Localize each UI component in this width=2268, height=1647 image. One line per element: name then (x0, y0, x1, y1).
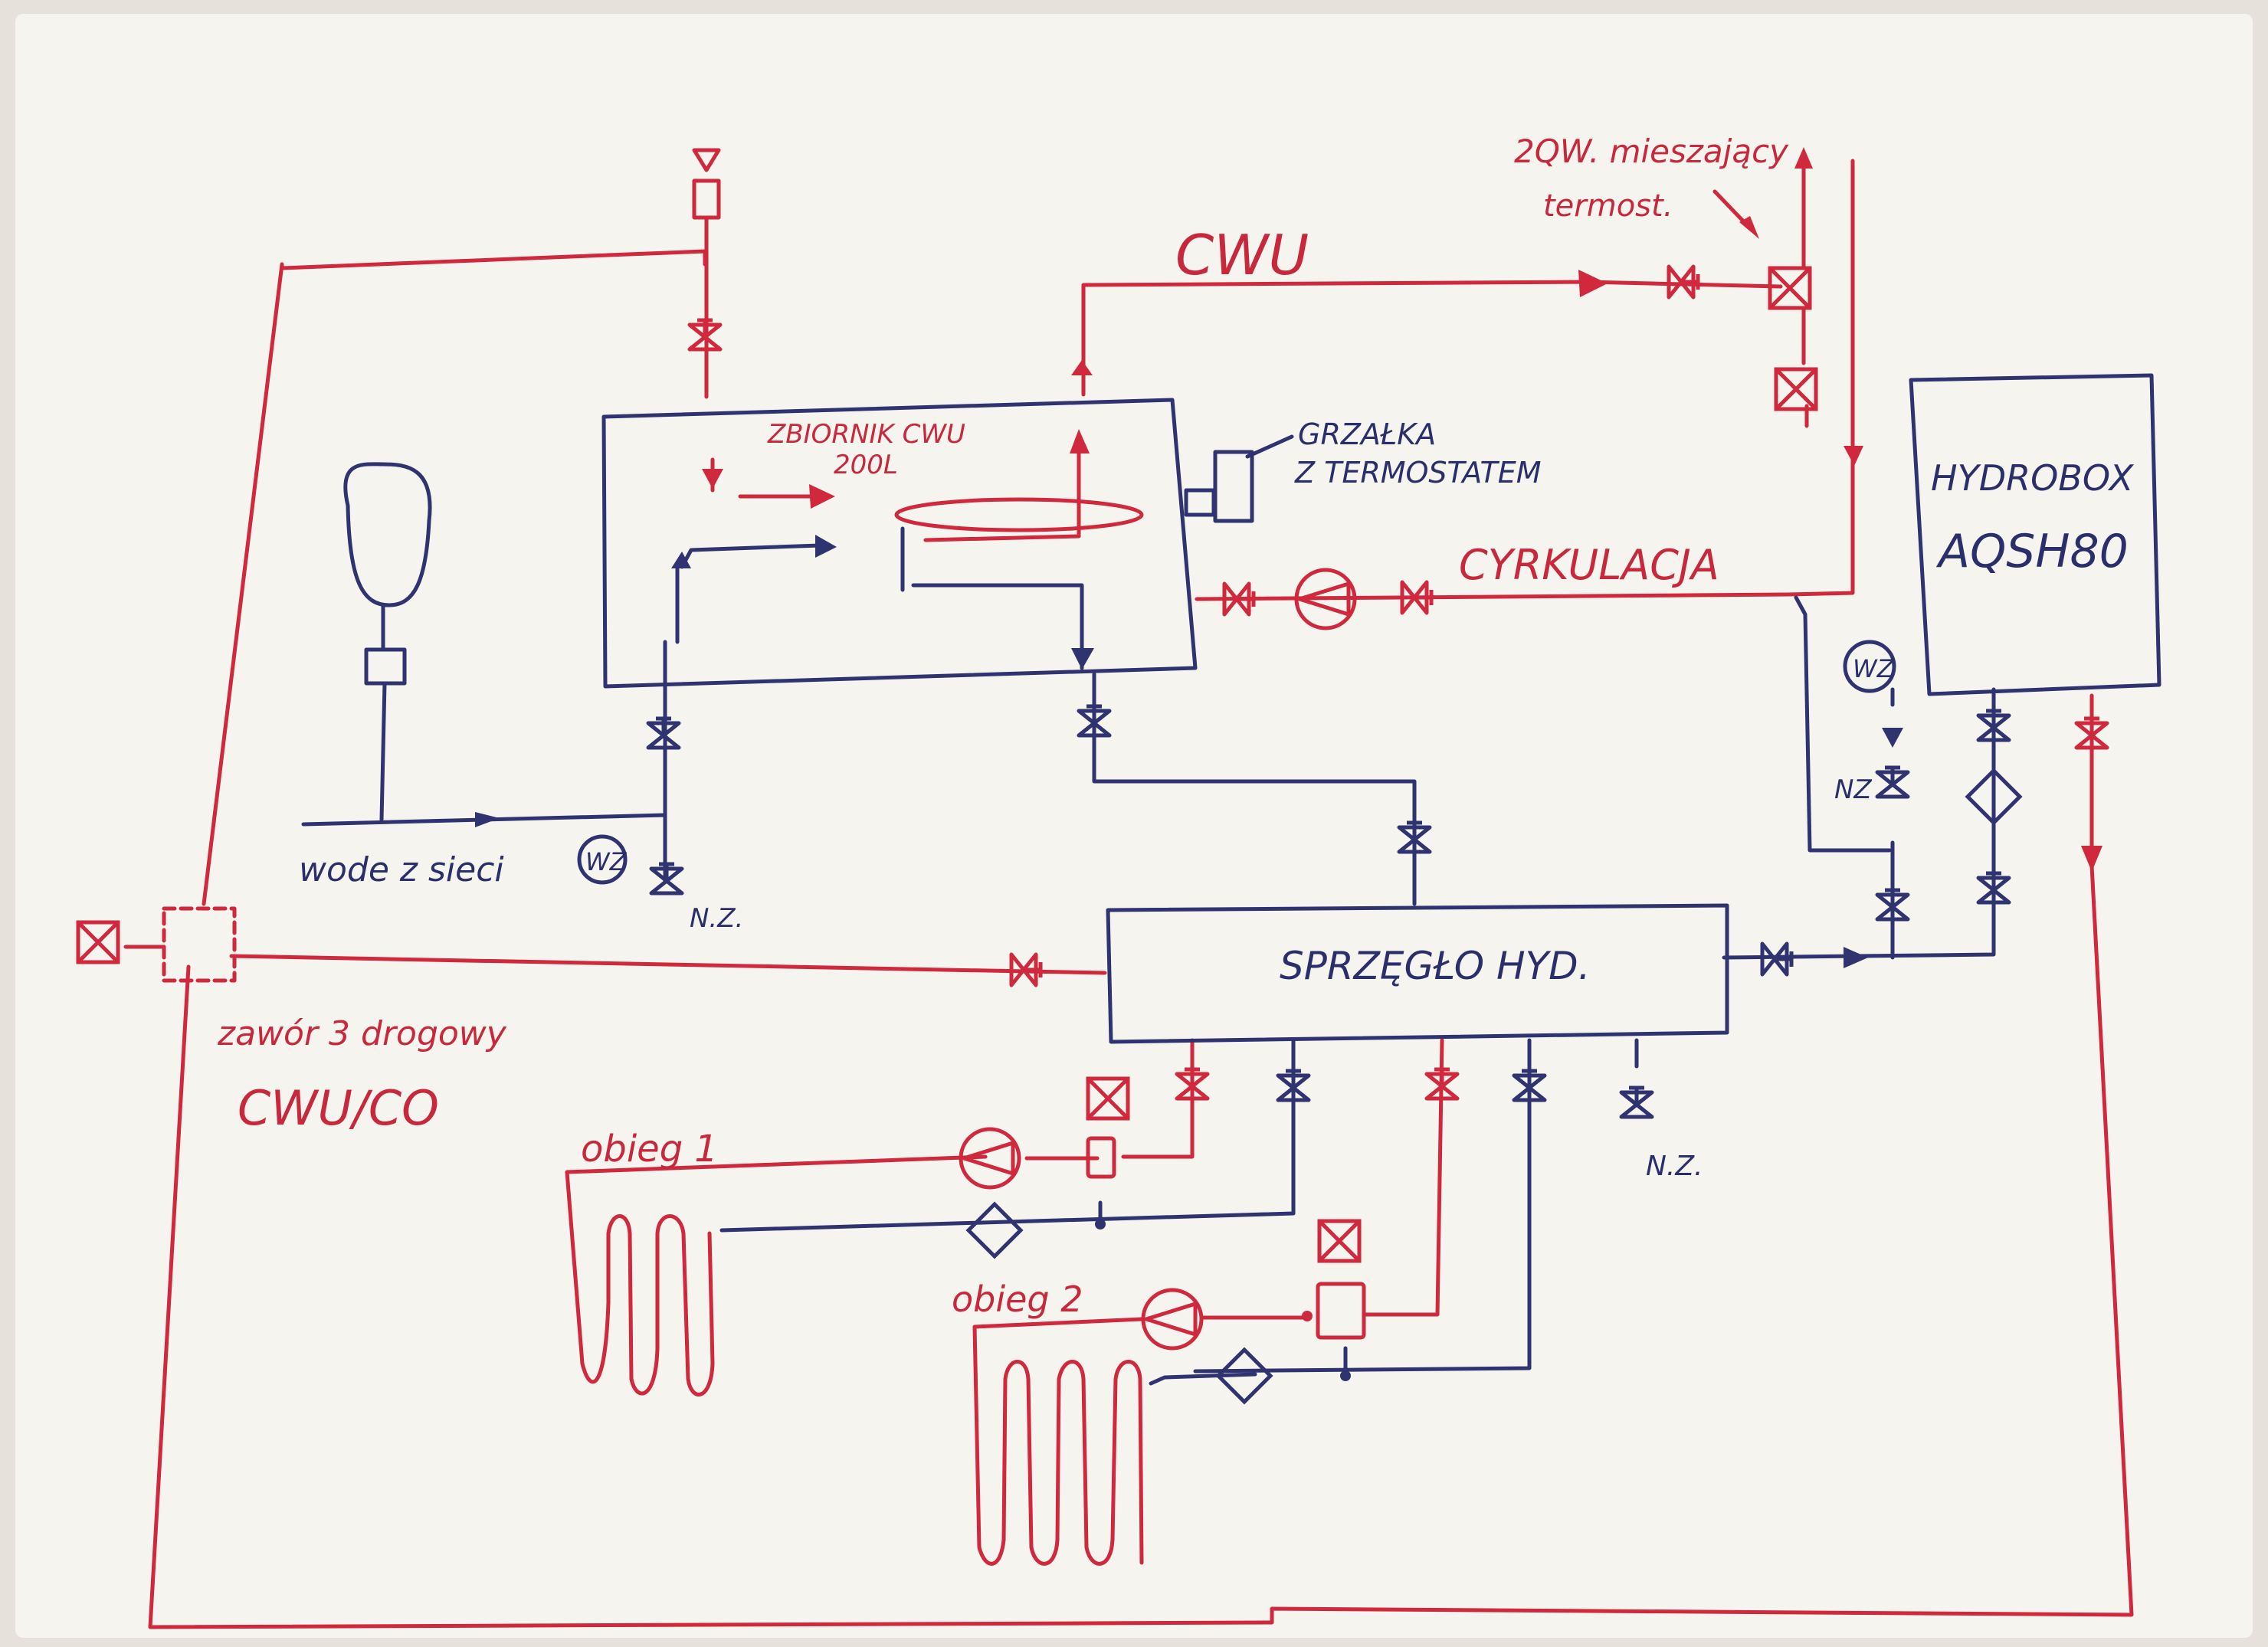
heater-stub (1184, 488, 1216, 517)
dhw-tank (601, 398, 1198, 689)
labels: 2QW. mieszający termost. CWU ZBIORNIK CW… (217, 133, 2135, 1320)
circuit2-label: obieg 2 (952, 1279, 1083, 1320)
tank-label-2: 200L (834, 450, 898, 480)
cwu-label: CWU (1175, 223, 1309, 287)
circulation-label: CYRKULACJA (1459, 541, 1719, 589)
wz-right-label: WZ (1853, 654, 1895, 683)
nz-bottom-label: N.Z. (1646, 1151, 1703, 1182)
hydrobox-label-1: HYDROBOX (1931, 457, 2135, 499)
three-way-valve (162, 906, 237, 983)
hydrobox-unit (1909, 373, 2161, 696)
nz-left-label: N.Z. (690, 903, 743, 934)
water-supply-label: wode z sieci (299, 850, 504, 889)
flow-arrows (475, 147, 2102, 968)
wz-right-circle (1843, 640, 1896, 693)
mixing-valve-bodies (1086, 1136, 1366, 1381)
boxes (162, 373, 2161, 1044)
heater-label-1: GRZAŁKA (1298, 417, 1436, 451)
water-meters (577, 640, 1896, 885)
wz-left-label: WZ (585, 847, 628, 876)
hydraulic-coupler (1106, 903, 1729, 1044)
heater-label-2: Z TERMOSTATEM (1294, 456, 1542, 490)
mixing-valve-label-1: 2QW. mieszający (1514, 133, 1789, 170)
circuit1-label: obieg 1 (581, 1128, 718, 1171)
tank-label-1: ZBIORNIK CWU (767, 419, 965, 450)
top-inlet-fitting (692, 148, 721, 399)
coupler-label: SPRZĘGŁO HYD. (1280, 944, 1591, 988)
mixing-valve-label-2: termost. (1543, 188, 1673, 224)
heater-box (1213, 450, 1254, 523)
wz-left-circle (577, 834, 628, 885)
three-way-label-2: CWU/CO (238, 1080, 439, 1136)
three-way-label-1: zawór 3 drogowy (217, 1014, 507, 1053)
hydrobox-label-2: AQSH80 (1935, 525, 2129, 578)
paper-sheet (15, 14, 2253, 1638)
nz-right-label: NZ (1834, 774, 1872, 805)
